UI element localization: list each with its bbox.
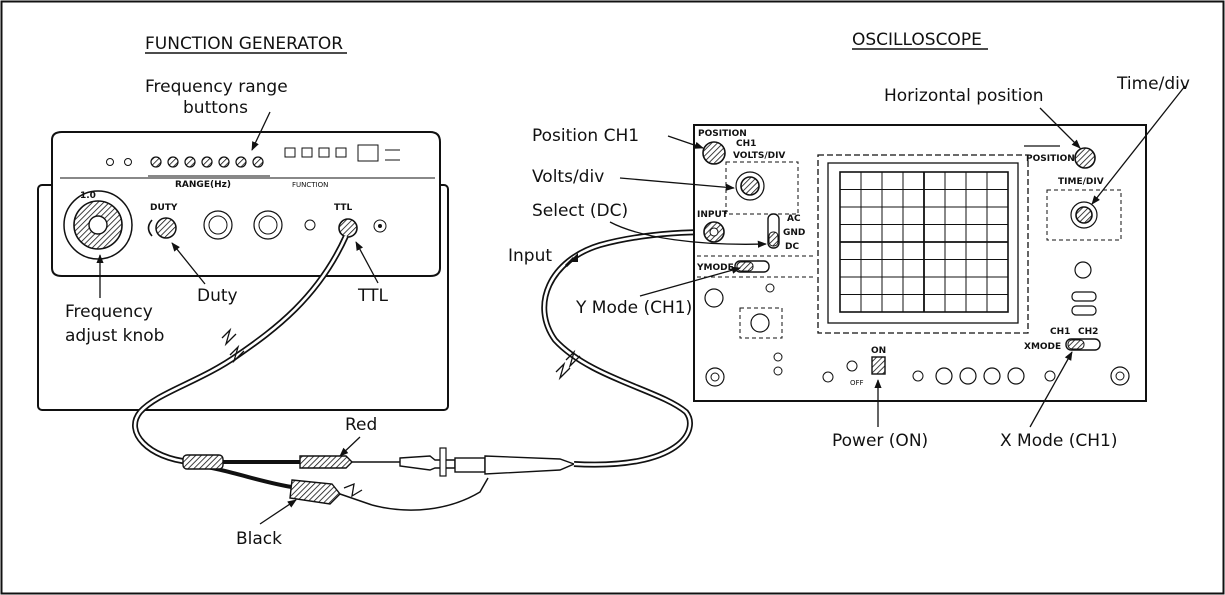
osc-xmode-ch1-panel-label: CH1 [1050,327,1070,337]
osc-volts-div-panel-label: VOLTS/DIV [733,151,785,161]
fg-dial-top-label: 1.0 [80,191,96,201]
osc-time-div-panel-label: TIME/DIV [1058,177,1104,187]
fg-function-label: FUNCTION [292,181,328,189]
time-div-knob[interactable] [1075,206,1093,224]
osc-ac-panel-label: AC [787,214,801,224]
frequency-adjust-knob[interactable] [63,190,133,260]
range-buttons[interactable] [150,156,264,168]
duty-label: Duty [197,286,238,306]
red-clip [299,455,372,469]
osc-off-panel-label: OFF [850,379,864,387]
osc-xmode-panel-label: XMODE [1024,342,1061,352]
ttl-cable [132,234,349,489]
osc-screen-graticule [839,171,1009,313]
horizontal-position-knob[interactable] [1074,147,1096,169]
position-ch1-label: Position CH1 [532,126,639,146]
power-on-label: Power (ON) [832,431,928,451]
osc-position-h-panel-label: POSITION [1026,154,1075,164]
osc-ch1-panel-label: CH1 [736,139,756,149]
position-ch1-knob[interactable] [702,141,726,165]
volts-div-label: Volts/div [532,167,604,187]
frequency-range-label-line1: Frequency range [145,77,288,97]
osc-position-panel-label: POSITION [698,129,747,139]
function-generator-title: FUNCTION GENERATOR [145,34,343,54]
select-dc-label: Select (DC) [532,201,628,221]
oscilloscope: POSITION CH1 VOLTS/DIV INPUT AC GND DC Y… [693,124,1147,402]
fg-ttl-panel-label: TTL [334,203,352,213]
fg-range-label: RANGE(Hz) [175,180,231,190]
time-div-label: Time/div [1116,74,1190,94]
frequency-adjust-label-line2: adjust knob [65,326,164,346]
red-label: Red [345,415,377,435]
frequency-adjust-label-line1: Frequency [65,302,153,322]
osc-on-panel-label: ON [871,346,886,356]
oscilloscope-title: OSCILLOSCOPE [852,30,982,50]
horizontal-position-label: Horizontal position [884,86,1044,106]
osc-ch2-panel-label: CH2 [1078,327,1098,337]
duty-knob[interactable] [155,217,177,239]
black-label: Black [236,529,282,549]
power-switch[interactable] [871,356,886,375]
y-mode-label: Y Mode (CH1) [575,298,692,318]
input-label: Input [508,246,552,266]
osc-ymode-panel-label: YMODE [696,263,734,273]
scope-probe [372,447,576,477]
frequency-range-label-line2: buttons [183,98,248,118]
osc-gnd-panel-label: GND [783,228,805,238]
y-mode-switch[interactable] [736,261,754,272]
x-mode-switch[interactable] [1067,339,1085,350]
ttl-output-jack[interactable] [338,218,358,238]
x-mode-label: X Mode (CH1) [1000,431,1118,451]
fg-duty-panel-label: DUTY [150,203,178,213]
osc-dc-panel-label: DC [785,242,799,252]
coupling-select-switch[interactable] [768,231,779,247]
probe-cable [541,229,713,468]
osc-input-panel-label: INPUT [697,210,729,220]
volts-div-knob[interactable] [740,176,760,196]
black-clip [289,477,489,511]
ttl-label: TTL [357,286,388,306]
